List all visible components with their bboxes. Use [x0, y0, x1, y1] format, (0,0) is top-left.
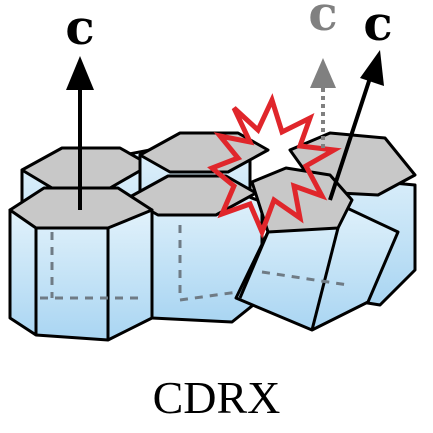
grain-top-face [138, 131, 270, 174]
grain-edge [238, 231, 270, 299]
axis-label-rotated: c [363, 0, 392, 52]
c-axis-ghost: c [308, 0, 338, 148]
axis-label-ghost: c [308, 0, 337, 42]
grain-edge [310, 227, 340, 331]
axis-arrow-icon [310, 58, 336, 88]
grain-front-left [8, 186, 154, 342]
c-axis-left: c [65, 0, 95, 210]
front-grains [8, 166, 400, 342]
grain-top-face [250, 166, 354, 234]
grain-boundary-burst-icon [207, 93, 342, 239]
c-axis-rotated: c [328, 0, 393, 201]
axis-arrow-icon [360, 50, 384, 86]
axis-label-left: c [65, 0, 94, 56]
grain-rotated [234, 166, 400, 332]
axis-line-rotated [328, 77, 372, 201]
axis-arrow-icon [66, 56, 94, 90]
diagram-caption: CDRX [152, 372, 281, 423]
